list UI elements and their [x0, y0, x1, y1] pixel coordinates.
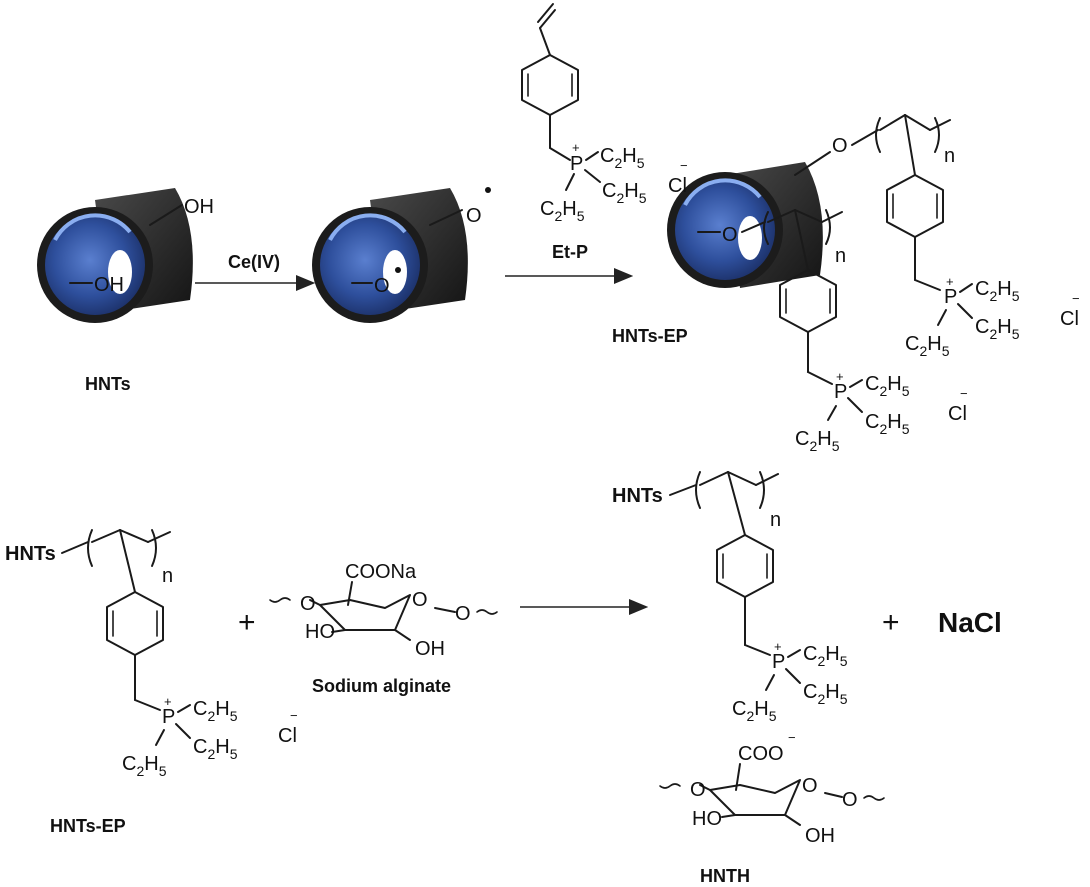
svg-text:Cl: Cl [948, 403, 967, 425]
svg-text:n: n [944, 145, 955, 167]
hnts-ep-label-top: HNTs-EP [612, 326, 688, 346]
svg-text:P: P [944, 286, 957, 308]
plus-sign: + [238, 606, 256, 639]
svg-text:+: + [164, 694, 172, 709]
hnts-label: HNTs [85, 374, 131, 394]
svg-text:C2H5: C2H5 [602, 180, 647, 206]
hydroxyl-label: OH [184, 196, 214, 218]
hnts-ep-structure: HNTs n P + C2H5 C2H5 C2H5 Cl − [5, 529, 298, 779]
svg-text:Cl: Cl [1060, 308, 1079, 330]
svg-text:C2H5: C2H5 [803, 681, 848, 707]
svg-text:−: − [960, 386, 968, 401]
svg-text:P: P [570, 153, 583, 175]
svg-text:HO: HO [305, 621, 335, 643]
sodium-alginate-structure: COONa O O HO OH O [269, 561, 498, 660]
svg-text:C2H5: C2H5 [905, 333, 950, 359]
svg-text:HNTs: HNTs [5, 543, 56, 565]
svg-text:C2H5: C2H5 [795, 428, 840, 454]
svg-text:C2H5: C2H5 [122, 753, 167, 779]
svg-text:HO: HO [692, 808, 722, 830]
svg-text:P: P [834, 381, 847, 403]
svg-text:+: + [774, 639, 782, 654]
hnth-structure: HNTs n P + C2H5 C2H5 C2H5 COO − O O HO [612, 471, 885, 847]
svg-text:+: + [572, 140, 580, 155]
svg-text:O: O [300, 593, 316, 615]
svg-text:−: − [788, 730, 796, 745]
svg-text:+: + [836, 369, 844, 384]
svg-text:C2H5: C2H5 [193, 736, 238, 762]
svg-text:Cl: Cl [278, 725, 297, 747]
ce4-reagent: Ce(IV) [228, 252, 280, 272]
halloysite-nanotube-1 [37, 188, 193, 323]
svg-text:HNTs: HNTs [612, 485, 663, 507]
svg-text:O: O [722, 224, 738, 246]
svg-text:C2H5: C2H5 [865, 373, 910, 399]
hnts-ep-label-bottom: HNTs-EP [50, 816, 126, 836]
svg-text:n: n [162, 565, 173, 587]
svg-text:O: O [832, 135, 848, 157]
svg-text:C2H5: C2H5 [803, 643, 848, 669]
sodium-alginate-label: Sodium alginate [312, 676, 451, 696]
svg-text:C2H5: C2H5 [193, 698, 238, 724]
svg-text:P: P [772, 651, 785, 673]
radical-dot [485, 187, 491, 193]
svg-text:OH: OH [805, 825, 835, 847]
hydroxyl-label: OH [94, 274, 124, 296]
radical-dot [395, 267, 401, 273]
svg-text:COONa: COONa [345, 561, 417, 583]
svg-text:C2H5: C2H5 [865, 411, 910, 437]
oxygen-radical-label: O [466, 205, 482, 227]
svg-text:−: − [680, 158, 688, 173]
halloysite-nanotube-2 [312, 188, 468, 323]
svg-text:COO: COO [738, 743, 784, 765]
svg-text:−: − [290, 708, 298, 723]
svg-text:O: O [690, 779, 706, 801]
et-p-label: Et-P [552, 242, 588, 262]
svg-text:C2H5: C2H5 [975, 316, 1020, 342]
hnth-label: HNTH [700, 866, 750, 886]
svg-text:+: + [946, 274, 954, 289]
svg-text:P: P [162, 706, 175, 728]
svg-text:OH: OH [415, 638, 445, 660]
svg-text:O: O [802, 775, 818, 797]
svg-text:O: O [455, 603, 471, 625]
svg-text:n: n [835, 245, 846, 267]
nacl-product: NaCl [938, 607, 1002, 638]
svg-text:O: O [842, 789, 858, 811]
plus-sign: + [882, 606, 900, 639]
svg-text:−: − [1072, 291, 1080, 306]
chloride-ion: Cl [668, 175, 687, 197]
svg-text:C2H5: C2H5 [600, 145, 645, 171]
et-p-monomer: P + C2H5 C2H5 C2H5 [521, 3, 647, 224]
hnts-ep-grafted-nanotube [667, 162, 823, 288]
svg-text:C2H5: C2H5 [732, 698, 777, 724]
svg-text:C2H5: C2H5 [540, 198, 585, 224]
oxygen-radical-label: O [374, 275, 390, 297]
svg-text:n: n [770, 509, 781, 531]
svg-text:C2H5: C2H5 [975, 278, 1020, 304]
svg-text:O: O [412, 589, 428, 611]
